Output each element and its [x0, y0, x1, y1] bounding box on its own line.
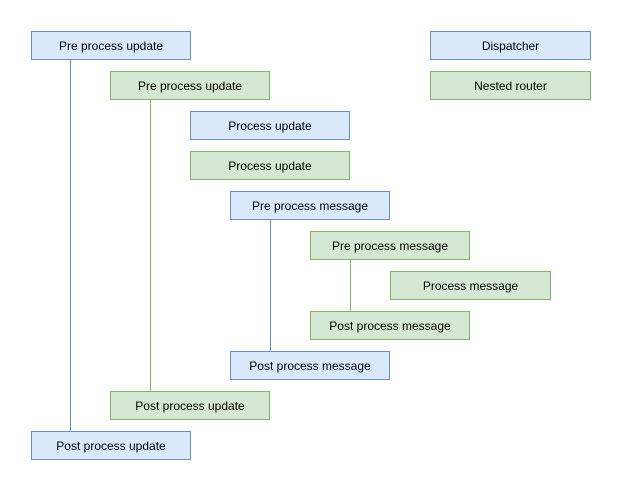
node-router-pre-process-update-label: Pre process update: [137, 78, 243, 93]
node-dispatcher-post-process-update-label: Post process update: [56, 438, 166, 453]
node-dispatcher-pre-process-update: Pre process update: [31, 31, 191, 60]
node-dispatcher-pre-process-message: Pre process message: [230, 191, 390, 220]
node-router-post-process-update-label: Post process update: [135, 398, 245, 413]
node-dispatcher-process-update-label: Process update: [228, 118, 312, 133]
node-router-process-update: Process update: [190, 151, 350, 180]
legend-dispatcher: Dispatcher: [430, 31, 591, 60]
edge-router-message: [350, 260, 351, 311]
node-router-pre-process-update: Pre process update: [110, 71, 270, 100]
node-router-process-message: Process message: [390, 271, 551, 300]
legend-dispatcher-label: Dispatcher: [481, 38, 540, 53]
node-router-process-update-label: Process update: [228, 158, 312, 173]
node-dispatcher-post-process-update: Post process update: [31, 431, 191, 460]
edge-dispatcher-message: [270, 220, 271, 351]
node-dispatcher-post-process-message: Post process message: [230, 351, 390, 380]
node-dispatcher-process-update: Process update: [190, 111, 350, 140]
node-router-pre-process-message-label: Pre process message: [331, 238, 449, 253]
legend-nested-router: Nested router: [430, 71, 591, 100]
edge-dispatcher-update: [70, 60, 71, 431]
node-dispatcher-pre-process-message-label: Pre process message: [251, 198, 369, 213]
node-router-post-process-message: Post process message: [310, 311, 470, 340]
node-router-pre-process-message: Pre process message: [310, 231, 470, 260]
node-dispatcher-pre-process-update-label: Pre process update: [58, 38, 164, 53]
node-dispatcher-post-process-message-label: Post process message: [249, 358, 371, 373]
edge-router-update: [150, 100, 151, 391]
node-router-post-process-update: Post process update: [110, 391, 270, 420]
node-router-post-process-message-label: Post process message: [329, 318, 451, 333]
legend-nested-router-label: Nested router: [474, 78, 547, 93]
node-router-process-message-label: Process message: [422, 278, 519, 293]
